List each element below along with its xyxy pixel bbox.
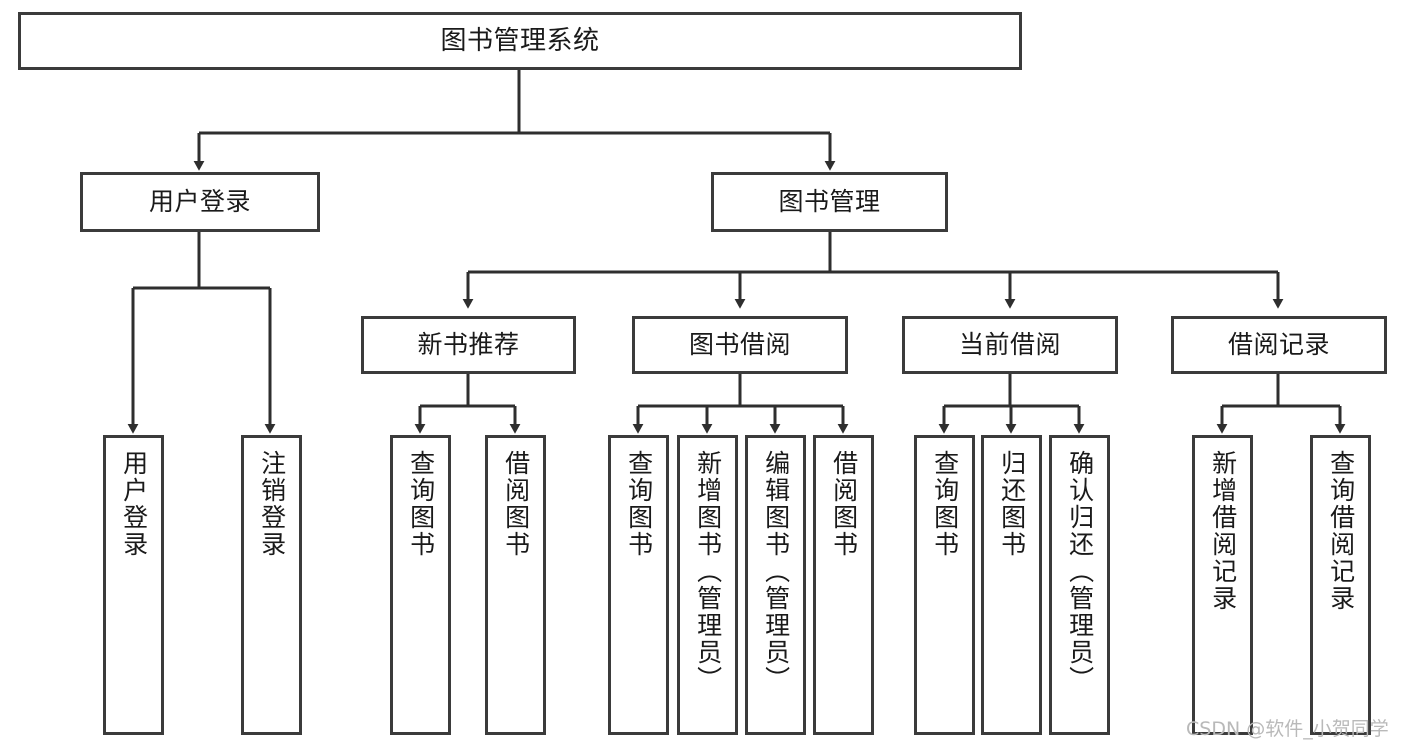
node-new-book-recommend[interactable]: 新书推荐 xyxy=(361,316,576,374)
leaf-user-login-1[interactable]: 用户登录 xyxy=(103,435,164,735)
leaf-current-borrow-3-label: 确认归还（管理员） xyxy=(1065,450,1095,693)
leaf-current-borrow-2-label: 归还图书 xyxy=(997,450,1027,558)
node-book-manage-label: 图书管理 xyxy=(778,187,881,217)
node-book-borrow[interactable]: 图书借阅 xyxy=(632,316,848,374)
leaf-user-login-2[interactable]: 注销登录 xyxy=(241,435,302,735)
leaf-user-login-2-label: 注销登录 xyxy=(257,450,287,558)
leaf-new-book-2-label: 借阅图书 xyxy=(501,450,531,558)
leaf-borrow-record-2-label: 查询借阅记录 xyxy=(1326,450,1356,612)
node-new-book-recommend-label: 新书推荐 xyxy=(417,330,520,360)
node-user-login[interactable]: 用户登录 xyxy=(80,172,320,232)
node-borrow-record[interactable]: 借阅记录 xyxy=(1171,316,1387,374)
node-user-login-label: 用户登录 xyxy=(148,187,251,217)
node-borrow-record-label: 借阅记录 xyxy=(1227,330,1330,360)
leaf-book-borrow-3[interactable]: 编辑图书（管理员） xyxy=(745,435,806,735)
node-current-borrow-label: 当前借阅 xyxy=(958,330,1061,360)
leaf-new-book-1-label: 查询图书 xyxy=(406,450,436,558)
leaf-borrow-record-1[interactable]: 新增借阅记录 xyxy=(1192,435,1253,735)
node-book-manage[interactable]: 图书管理 xyxy=(711,172,948,232)
node-root[interactable]: 图书管理系统 xyxy=(18,12,1022,70)
leaf-borrow-record-2[interactable]: 查询借阅记录 xyxy=(1310,435,1371,735)
leaf-book-borrow-3-label: 编辑图书（管理员） xyxy=(761,450,791,693)
node-root-label: 图书管理系统 xyxy=(440,25,600,56)
leaf-book-borrow-2[interactable]: 新增图书（管理员） xyxy=(677,435,738,735)
leaf-book-borrow-4[interactable]: 借阅图书 xyxy=(813,435,874,735)
leaf-book-borrow-4-label: 借阅图书 xyxy=(829,450,859,558)
leaf-current-borrow-2[interactable]: 归还图书 xyxy=(981,435,1042,735)
leaf-current-borrow-1[interactable]: 查询图书 xyxy=(914,435,975,735)
node-current-borrow[interactable]: 当前借阅 xyxy=(902,316,1118,374)
leaf-new-book-1[interactable]: 查询图书 xyxy=(390,435,451,735)
leaf-book-borrow-2-label: 新增图书（管理员） xyxy=(693,450,723,693)
leaf-current-borrow-1-label: 查询图书 xyxy=(930,450,960,558)
leaf-borrow-record-1-label: 新增借阅记录 xyxy=(1208,450,1238,612)
leaf-book-borrow-1[interactable]: 查询图书 xyxy=(608,435,669,735)
leaf-current-borrow-3[interactable]: 确认归还（管理员） xyxy=(1049,435,1110,735)
leaf-user-login-1-label: 用户登录 xyxy=(119,450,149,558)
leaf-book-borrow-1-label: 查询图书 xyxy=(624,450,654,558)
node-book-borrow-label: 图书借阅 xyxy=(688,330,791,360)
leaf-new-book-2[interactable]: 借阅图书 xyxy=(485,435,546,735)
watermark: CSDN @软件_小贺同学 xyxy=(1186,718,1389,740)
